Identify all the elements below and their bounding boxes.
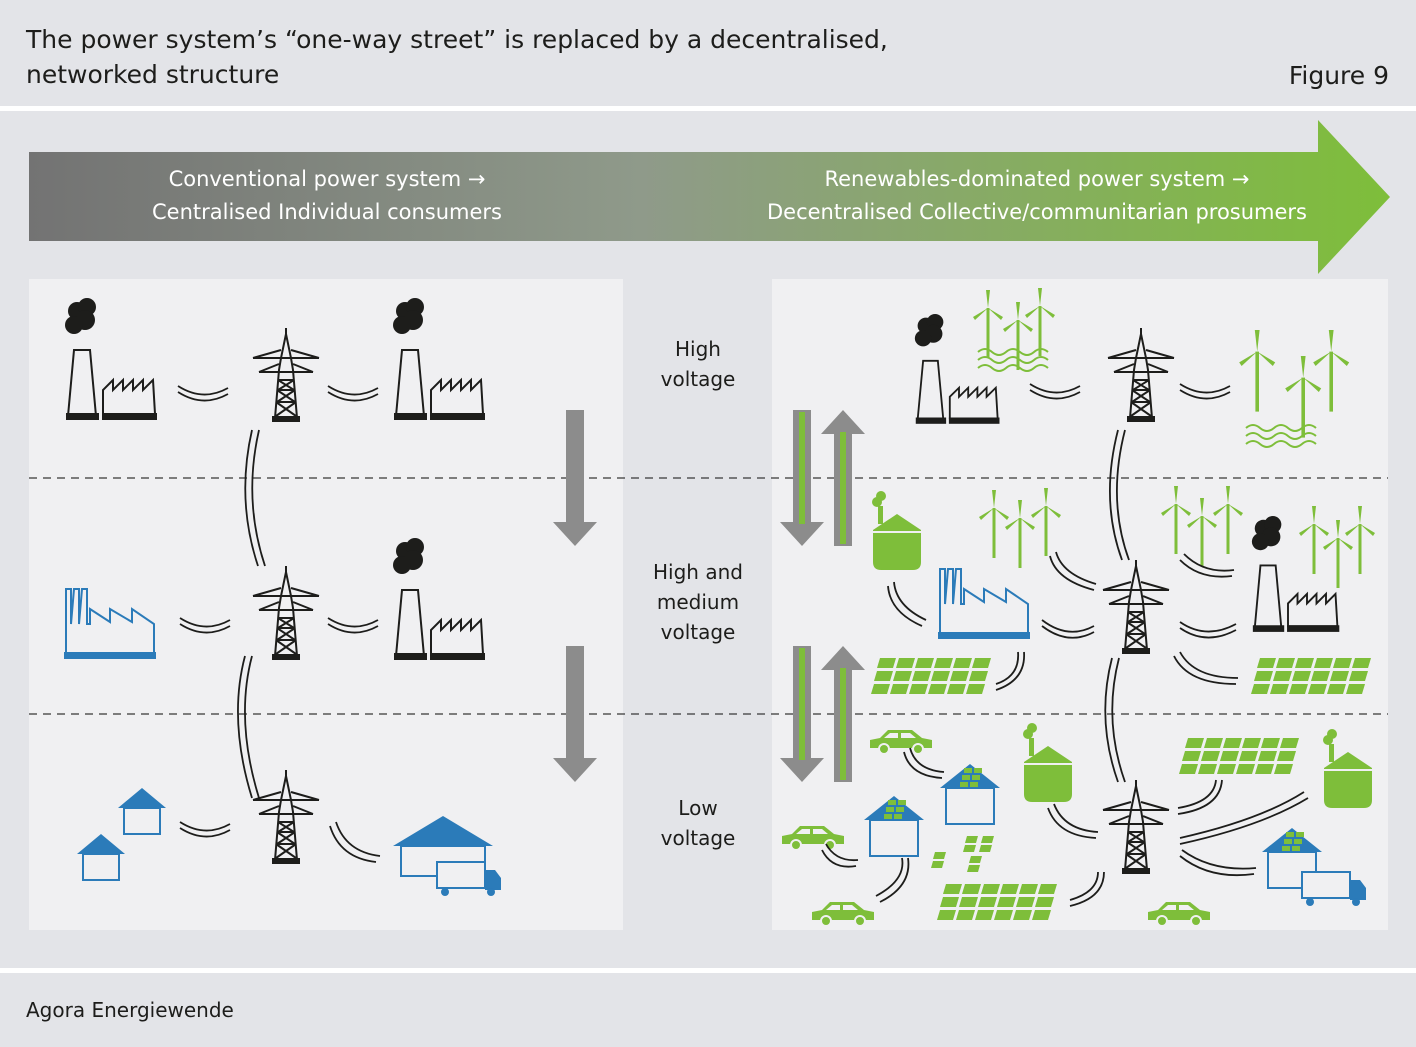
footer-divider — [0, 968, 1416, 973]
title-line-1: The power system’s “one-way street” is r… — [26, 25, 888, 54]
source-note: Agora Energiewende — [26, 998, 234, 1022]
header: The power system’s “one-way street” is r… — [0, 0, 1416, 106]
bidirectional-arrows-high — [780, 410, 865, 546]
connector-lines-medium — [887, 551, 1239, 691]
truck-icon — [1301, 871, 1366, 906]
medium-voltage-label-2: medium — [657, 590, 739, 614]
high-voltage-label-2: voltage — [661, 367, 736, 391]
bidirectional-arrows-medium — [780, 646, 865, 782]
down-arrow-high — [553, 410, 597, 546]
arrow-right-line-2: Decentralised Collective/communitarian p… — [767, 200, 1307, 224]
down-arrow-medium — [553, 646, 597, 782]
high-voltage-label-1: High — [675, 337, 721, 361]
medium-voltage-label-1: High and — [653, 560, 743, 584]
arrow-left-line-1: Conventional power system → — [169, 167, 486, 191]
connector-lines-low — [821, 747, 1309, 907]
page-title: The power system’s “one-way street” is r… — [26, 22, 888, 92]
low-voltage-label-2: voltage — [661, 826, 736, 850]
connector-line — [329, 821, 381, 863]
transition-arrow — [29, 120, 1390, 274]
figure-label: Figure 9 — [1288, 61, 1389, 90]
vertical-connector — [1104, 429, 1130, 783]
vertical-connector — [237, 429, 266, 799]
medium-voltage-label-3: voltage — [661, 620, 736, 644]
low-voltage-label-1: Low — [678, 796, 717, 820]
conventional-panel — [29, 279, 623, 930]
arrow-left-line-2: Centralised Individual consumers — [152, 200, 502, 224]
arrow-right-line-1: Renewables-dominated power system → — [824, 167, 1249, 191]
header-divider — [0, 106, 1416, 111]
renewables-panel — [772, 279, 1388, 930]
title-line-2: networked structure — [26, 60, 280, 89]
